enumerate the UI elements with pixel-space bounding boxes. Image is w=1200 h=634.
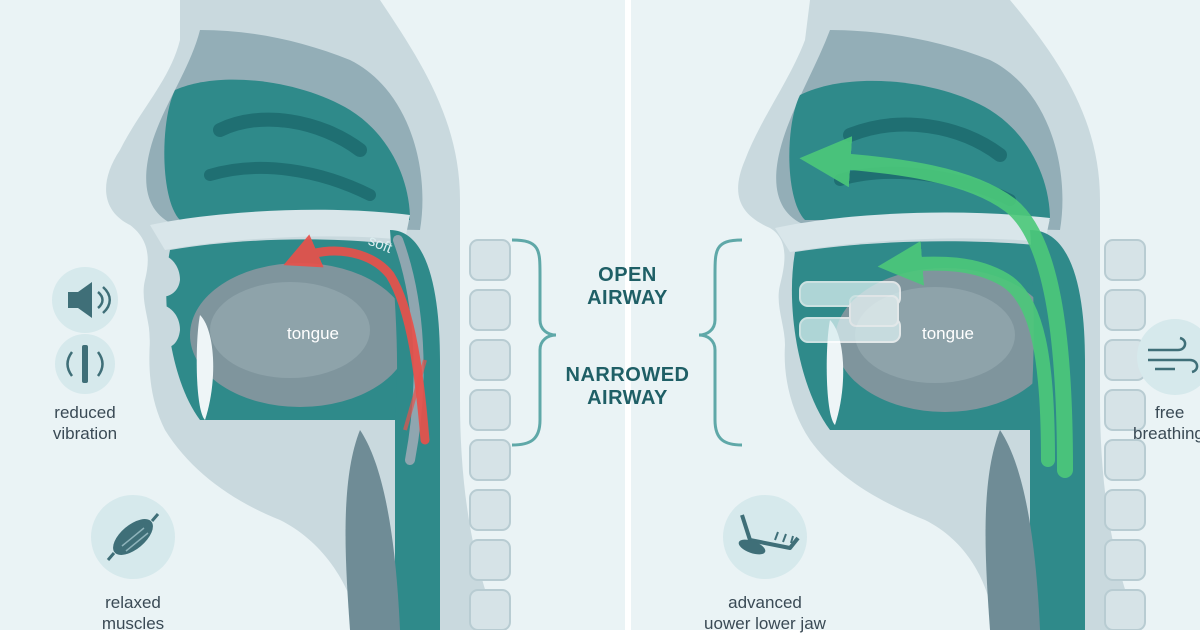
narrowed-airway-label: NARROWED AIRWAY xyxy=(555,364,700,410)
speaker-vibration-icon xyxy=(52,267,118,333)
wind-icon xyxy=(1137,319,1200,395)
open-airway-label: OPEN AIRWAY xyxy=(560,264,695,310)
vibration-icon xyxy=(55,334,115,394)
reduced-vibration-label-line1: reduced xyxy=(54,403,116,422)
open-airway-label-line2: AIRWAY xyxy=(587,287,668,309)
advanced-jaw-label-line2: uower lower jaw xyxy=(704,614,826,633)
narrowed-airway-label-line1: NARROWED xyxy=(565,364,690,386)
right-open-flow-arrow-lower xyxy=(877,240,1055,467)
muscle-icon xyxy=(91,495,175,579)
oral-appliance xyxy=(799,281,901,343)
right-open-flow-arrow-upper xyxy=(799,136,1073,478)
panel-divider xyxy=(625,0,631,630)
reduced-vibration-label-line2: vibration xyxy=(52,424,118,443)
open-airway-label-line1: OPEN xyxy=(598,264,657,286)
reduced-vibration-label: reduced vibration xyxy=(30,402,140,444)
advanced-jaw-label-line1: advanced xyxy=(728,593,802,612)
relaxed-muscles-label-line1: relaxed xyxy=(105,593,161,612)
free-breathing-label-line1: free xyxy=(1155,403,1185,422)
relaxed-muscles-label-line2: muscles xyxy=(101,614,165,633)
jaw-icon xyxy=(723,495,807,579)
right-tongue-label: tongue xyxy=(922,324,974,343)
free-breathing-label: free breathing xyxy=(1133,402,1200,444)
right-bracket xyxy=(698,238,743,447)
left-tongue-label: tongue xyxy=(287,324,339,343)
advanced-jaw-label: advanced uower lower jaw xyxy=(690,592,840,634)
relaxed-muscles-label: relaxed muscles xyxy=(78,592,188,634)
left-bracket xyxy=(511,238,557,447)
left-head-profile xyxy=(106,0,511,630)
free-breathing-label-line2: breathing xyxy=(1133,424,1200,443)
narrowed-airway-label-line2: AIRWAY xyxy=(587,387,668,409)
left-narrowed-flow-arrow xyxy=(283,234,430,445)
